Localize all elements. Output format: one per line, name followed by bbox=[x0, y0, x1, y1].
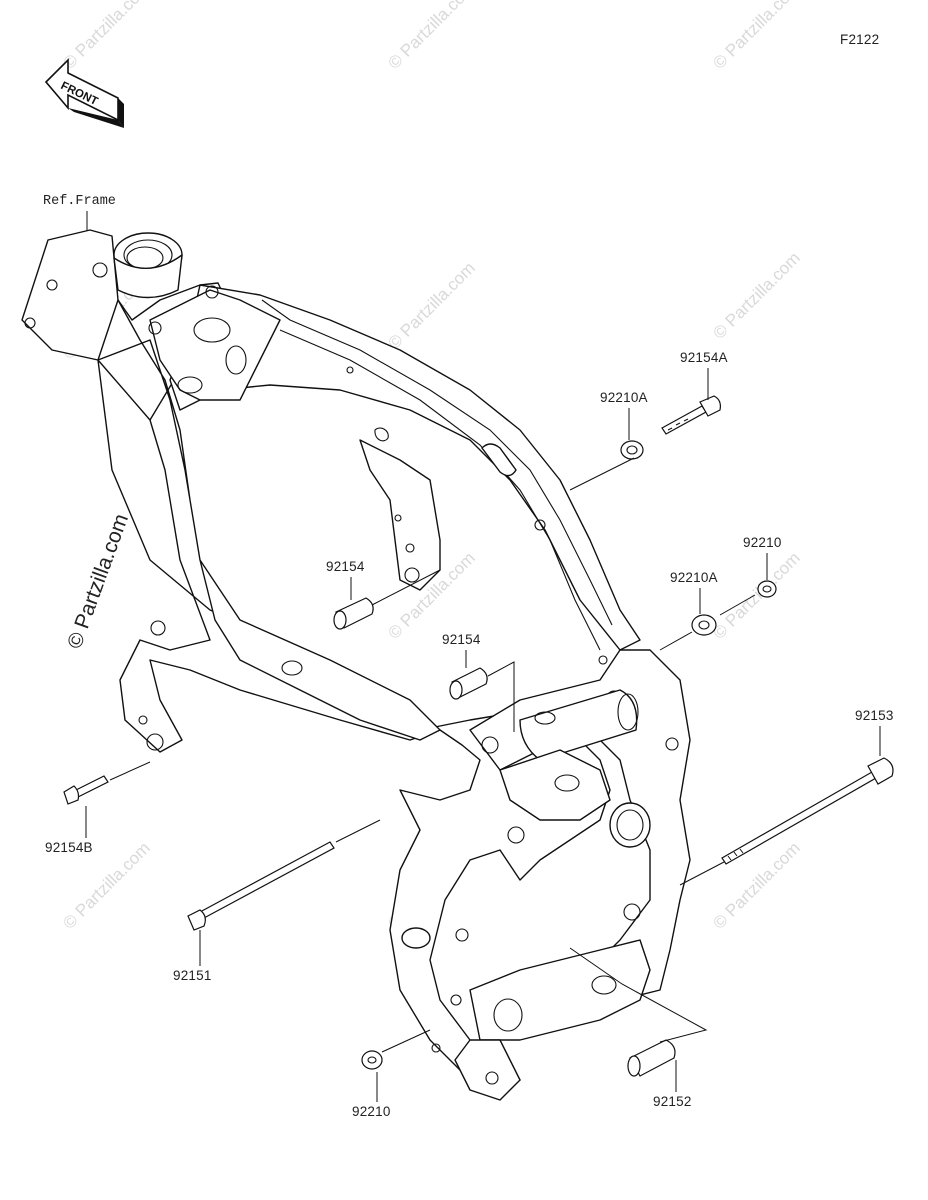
bolt-92154A[interactable] bbox=[661, 395, 721, 435]
leader-lines bbox=[85, 368, 881, 1102]
part-label[interactable]: 92210A bbox=[600, 390, 648, 405]
adjuster-92152[interactable] bbox=[627, 1039, 676, 1077]
nut-92210-upper[interactable] bbox=[757, 580, 777, 598]
part-label[interactable]: 92154B bbox=[45, 840, 93, 855]
bolt-92153[interactable] bbox=[721, 757, 894, 865]
bolt-92154B[interactable] bbox=[63, 775, 109, 805]
part-label[interactable]: 92153 bbox=[855, 708, 894, 723]
watermark: © Partzilla.com bbox=[59, 0, 153, 73]
collar-92154-upper[interactable] bbox=[333, 597, 374, 630]
front-direction-arrow-icon: FRONT bbox=[44, 58, 124, 128]
watermark: © Partzilla.com bbox=[384, 0, 478, 73]
diagram-code: F2122 bbox=[840, 32, 879, 47]
part-label[interactable]: 92151 bbox=[173, 968, 212, 983]
collar-92154-middle[interactable] bbox=[449, 667, 488, 700]
nut-92210A-upper[interactable] bbox=[620, 440, 644, 460]
bolt-92151[interactable] bbox=[187, 841, 335, 931]
watermark: © Partzilla.com bbox=[384, 258, 478, 352]
part-label[interactable]: 92210A bbox=[670, 570, 718, 585]
nut-92210-lower[interactable] bbox=[361, 1050, 383, 1070]
motorcycle-frame bbox=[21, 229, 691, 1101]
watermark: © Partzilla.com bbox=[709, 548, 803, 642]
part-label[interactable]: 92210 bbox=[352, 1104, 391, 1119]
part-label[interactable]: 92154 bbox=[442, 632, 481, 647]
watermark: © Partzilla.com bbox=[709, 838, 803, 932]
watermarks: © Partzilla.com © Partzilla.com © Partzi… bbox=[59, 0, 803, 933]
nut-92210A-lower[interactable] bbox=[691, 614, 717, 636]
part-label[interactable]: 92152 bbox=[653, 1094, 692, 1109]
part-label[interactable]: 92154 bbox=[326, 559, 365, 574]
part-label[interactable]: 92210 bbox=[743, 535, 782, 550]
part-labels: 92154A 92210A 92210 92210A 92154 92154 9… bbox=[45, 350, 894, 1119]
side-watermark: © Partzilla.com bbox=[63, 511, 133, 652]
part-label[interactable]: 92154A bbox=[680, 350, 728, 365]
ref-frame-label: Ref.Frame bbox=[43, 194, 116, 209]
watermark: © Partzilla.com bbox=[709, 248, 803, 342]
watermark: © Partzilla.com bbox=[709, 0, 803, 73]
